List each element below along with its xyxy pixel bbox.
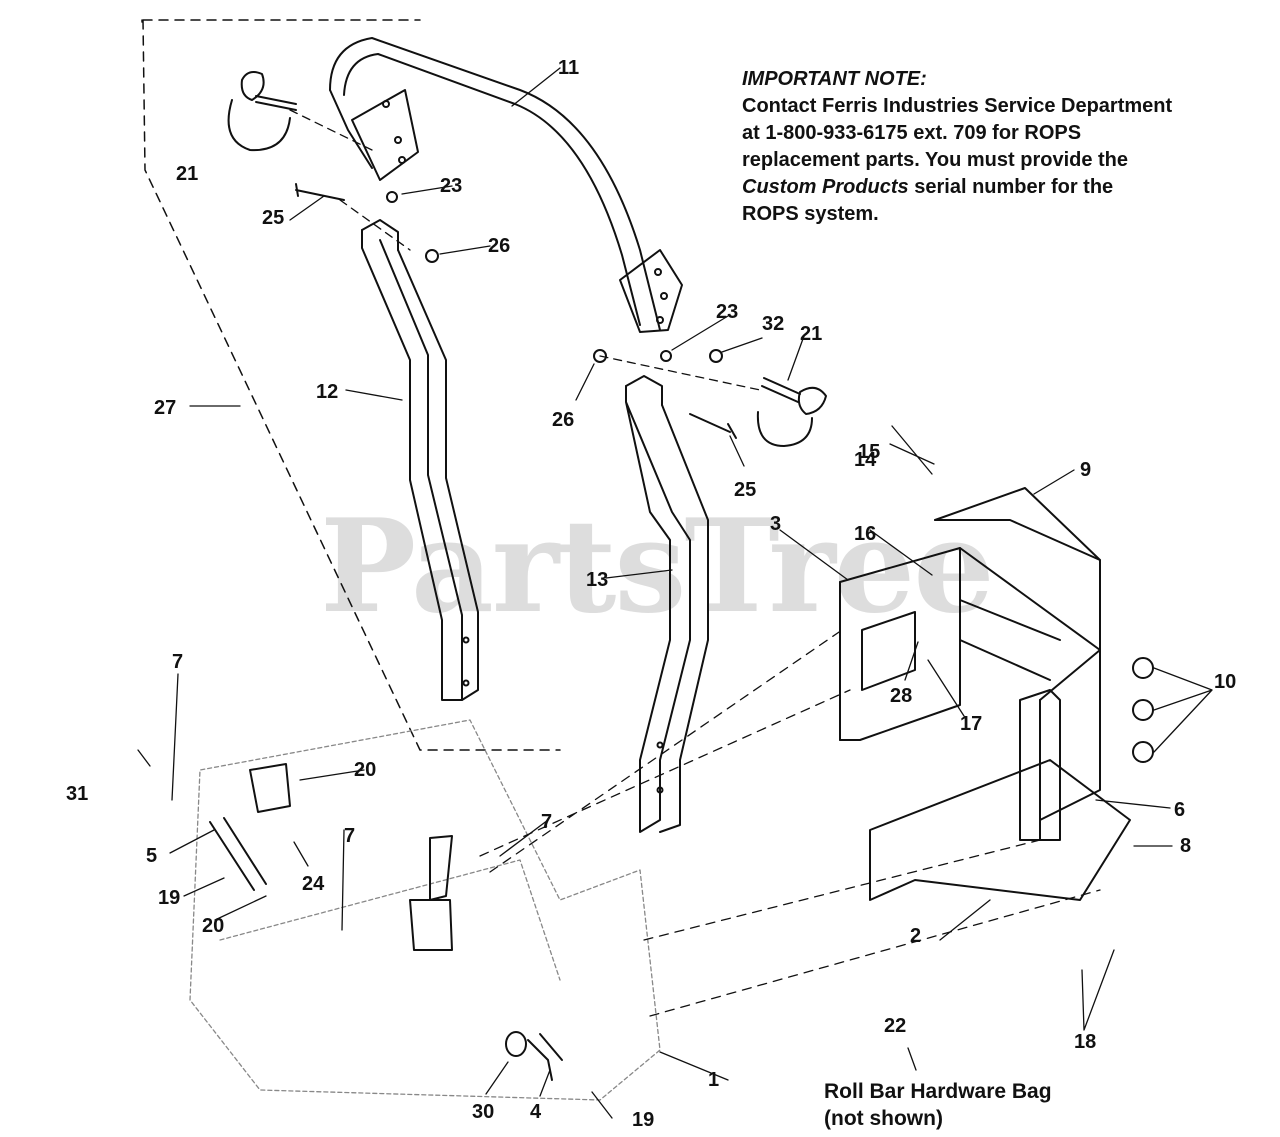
callout-24-right: 23 — [716, 301, 738, 323]
callout-7-right: 7 — [541, 811, 552, 833]
callout-27-left: 26 — [488, 235, 510, 257]
hitch-pin-right — [756, 377, 827, 447]
callout-29: 28 — [890, 685, 912, 707]
callout-3: 3 — [770, 513, 781, 535]
spacer-30 — [505, 1031, 527, 1057]
callout-20-visible: 20 — [202, 915, 224, 937]
leaders — [137, 67, 1213, 1119]
bolt-26-right — [689, 413, 737, 439]
hardware-bag-line-2: (not shown) — [824, 1107, 943, 1130]
note-line-1: Contact Ferris Industries Service Depart… — [742, 95, 1173, 117]
callout-13: 13 — [586, 569, 608, 591]
note-line-5: ROPS system. — [742, 203, 879, 225]
note-line-2: at 1-800-933-6175 ext. 709 for ROPS — [742, 122, 1082, 144]
callout-23-left: 21 — [176, 163, 198, 185]
callout-7-top: 7 — [172, 651, 183, 673]
link-5 — [209, 817, 267, 891]
seat-belt — [249, 763, 453, 951]
note-title: IMPORTANT NOTE: — [742, 68, 927, 90]
nut-27-left — [425, 249, 439, 263]
callout-8: 8 — [1180, 835, 1191, 857]
callout-14-visible: 14 — [854, 449, 877, 471]
hardware-bag-line-1: Roll Bar Hardware Bag — [824, 1080, 1052, 1103]
callout-9: 9 — [1080, 459, 1091, 481]
note-line-4-rest: serial number for the — [908, 176, 1114, 198]
nut-27-right — [593, 349, 607, 363]
hardware-bag-note: Roll Bar Hardware Bag (not shown) — [824, 1078, 1052, 1132]
callout-22: 22 — [884, 1015, 906, 1037]
spacer-32 — [709, 349, 723, 363]
nut-24-left — [386, 191, 398, 203]
weight-plate — [1019, 689, 1061, 841]
callout-23-right: 21 — [800, 323, 822, 345]
callout-6: 6 — [1174, 799, 1185, 821]
frame — [189, 719, 661, 1101]
link-4 — [527, 1033, 563, 1081]
note-line-3: replacement parts. You must provide the — [742, 149, 1129, 171]
bolt-26-left — [295, 183, 345, 201]
callout-10: 10 — [1214, 671, 1236, 693]
callout-15: 15 — [858, 441, 880, 463]
hitch-pin-left — [227, 71, 297, 152]
callout-5: 5 — [146, 845, 157, 867]
callout-26-right: 25 — [734, 479, 756, 501]
callout-31: 31 — [66, 783, 88, 805]
weight-10a — [1132, 657, 1154, 679]
note-line-4-italic: Custom Products — [742, 176, 909, 198]
weight-10c — [1132, 741, 1154, 763]
base-plate — [869, 759, 1131, 901]
assembly-28-outline — [141, 19, 561, 751]
callout-17: 17 — [960, 713, 982, 735]
nut-24-right — [660, 350, 672, 362]
callout-4: 4 — [530, 1101, 542, 1123]
weight-10b — [1132, 699, 1154, 721]
callout-labels: 11 21 23 25 26 27 12 23 32 21 26 25 15 1… — [66, 57, 1236, 1131]
callout-1: 1 — [708, 1069, 719, 1091]
callout-12: 12 — [316, 381, 338, 403]
roll-bar-top — [329, 37, 683, 333]
callout-26-left: 25 — [262, 207, 284, 229]
callout-16: 16 — [854, 523, 876, 545]
right-upright — [625, 375, 709, 833]
callout-25: 24 — [302, 873, 325, 895]
left-upright — [361, 219, 479, 701]
callout-11: 11 — [558, 57, 579, 79]
important-note: IMPORTANT NOTE: Contact Ferris Industrie… — [742, 66, 1252, 228]
callout-19-left: 19 — [158, 887, 180, 909]
callout-30: 30 — [472, 1101, 494, 1123]
callout-7-mid: 7 — [344, 825, 355, 847]
callout-19-bottom: 19 — [632, 1109, 654, 1131]
callout-18: 18 — [1074, 1031, 1096, 1053]
callout-21: 20 — [354, 759, 376, 781]
callout-2: 2 — [910, 925, 921, 947]
bracket-assembly — [839, 487, 1101, 821]
callout-24-left: 23 — [440, 175, 462, 197]
callout-27-right: 26 — [552, 409, 574, 431]
callout-28: 27 — [154, 397, 176, 419]
callout-32: 32 — [762, 313, 784, 335]
